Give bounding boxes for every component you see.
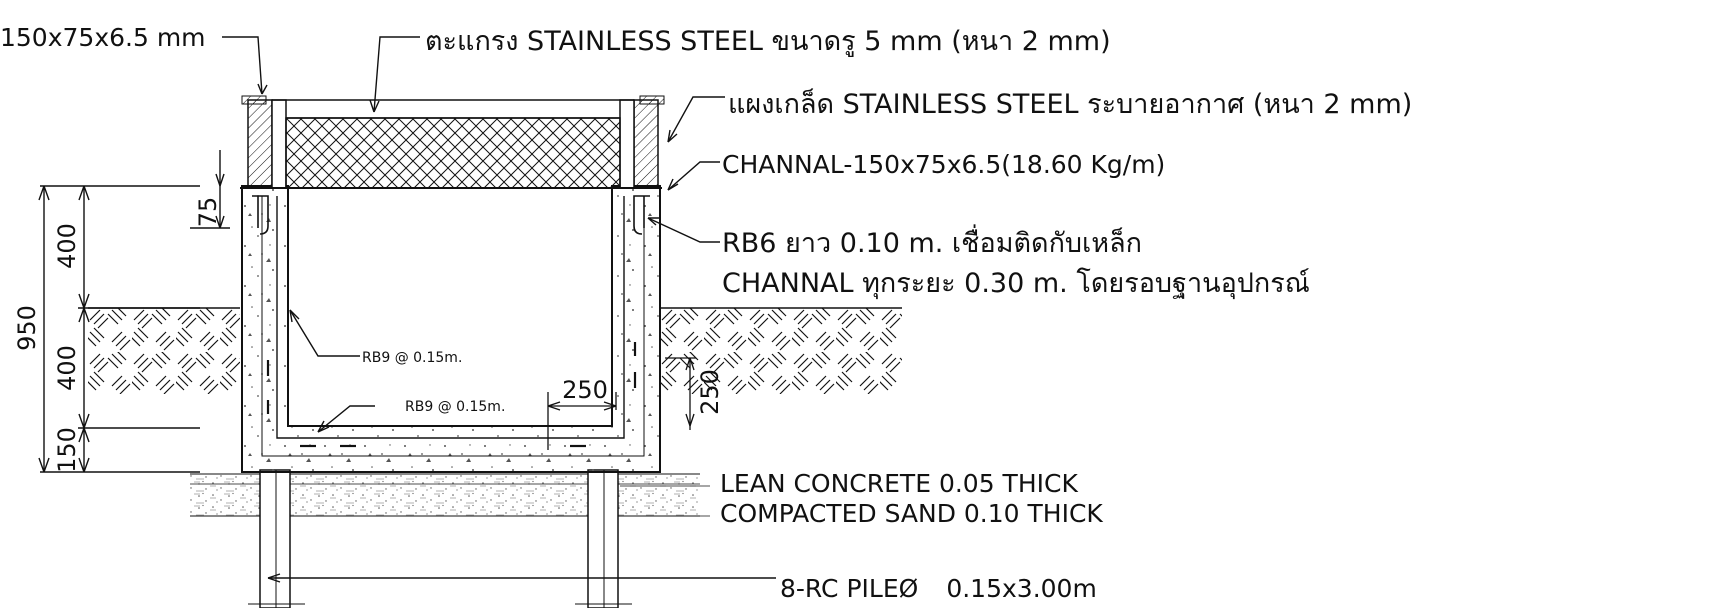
- label-channel-top: 150x75x6.5 mm: [0, 23, 206, 52]
- label-pile-symbol: Ø: [899, 574, 919, 603]
- label-pile-prefix: 8-RC PILE: [780, 574, 899, 603]
- label-lean-concrete: LEAN CONCRETE 0.05 THICK: [720, 469, 1078, 498]
- rb6-hook-left: [252, 195, 269, 235]
- dim-950: 950: [13, 305, 41, 351]
- concrete-foundation: [241, 185, 661, 473]
- label-louver: แผงเกล็ด STAINLESS STEEL ระบายอากาศ (หนา…: [728, 86, 1412, 120]
- soil-right: [660, 307, 902, 394]
- channel-post-left: [241, 95, 287, 189]
- channel-top-leader: [222, 36, 268, 95]
- dim-400-upper: 400: [53, 223, 81, 269]
- stainless-grating: [272, 99, 634, 189]
- label-channel-side: CHANNAL-150x75x6.5(18.60 Kg/m): [722, 150, 1165, 179]
- label-rb6-line1: RB6 ยาว 0.10 m. เชื่อมติดกับเหล็ก: [722, 224, 1142, 259]
- label-pile-size: 0.15x3.00m: [946, 574, 1096, 603]
- label-rb6-line2: CHANNAL ทุกระยะ 0.30 m. โดยรอบฐานอุปกรณ์: [722, 267, 1310, 300]
- label-pile: 8-RC PILEØ 0.15x3.00m: [780, 574, 1097, 603]
- pile-left: [259, 469, 291, 609]
- dim-400-lower: 400: [53, 345, 81, 391]
- dimension-chain-left: [38, 150, 230, 473]
- leaders: [267, 36, 776, 583]
- label-compacted-sand: COMPACTED SAND 0.10 THICK: [720, 499, 1103, 528]
- dim-150: 150: [53, 427, 81, 473]
- label-rebar-slab: RB9 @ 0.15m.: [405, 399, 505, 415]
- dim-250-vertical: 250: [696, 369, 724, 415]
- label-grating: ตะแกรง STAINLESS STEEL ขนาดรู 5 mm (หนา …: [425, 26, 1111, 57]
- rb6-hook-right: [633, 195, 650, 235]
- dimension-250: [547, 357, 696, 450]
- label-rebar-wall: RB9 @ 0.15m.: [362, 350, 462, 366]
- dim-250-horizontal: 250: [562, 376, 608, 404]
- dim-75: 75: [194, 197, 222, 228]
- soil-left: [88, 307, 240, 394]
- pile-right: [587, 469, 619, 609]
- channel-post-right: [619, 95, 665, 189]
